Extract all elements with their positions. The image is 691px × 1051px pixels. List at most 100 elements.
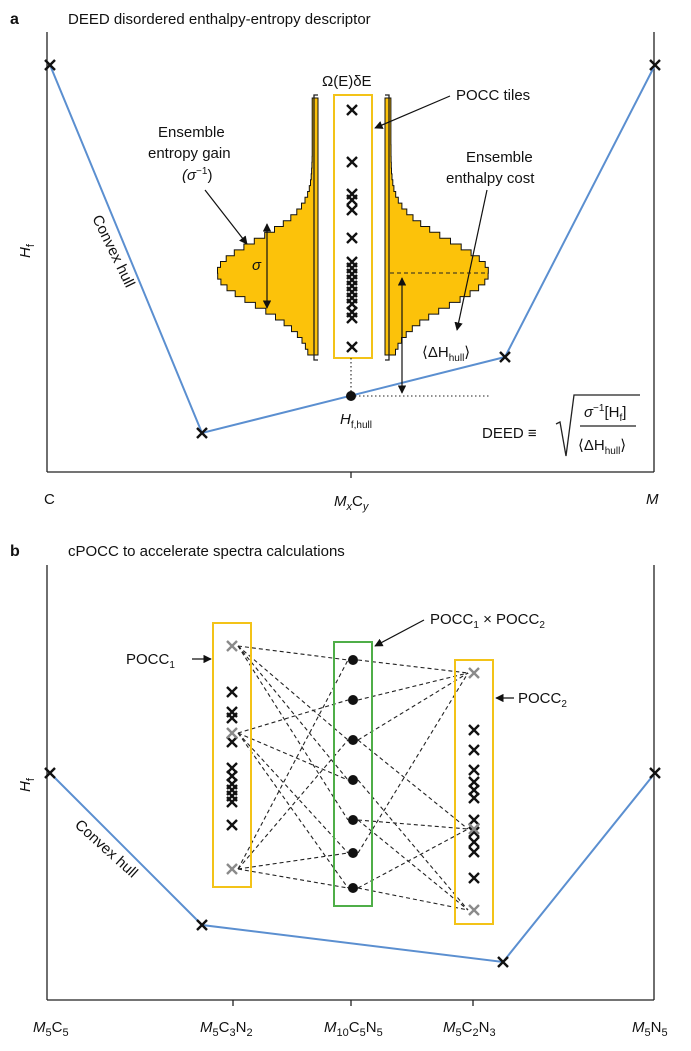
pocc2-marker <box>468 872 480 884</box>
pocc-product-arrow <box>374 619 425 647</box>
pocc-product-point <box>348 815 358 825</box>
panel-b-ylabel: Hf <box>17 777 37 792</box>
connection-line <box>357 672 469 701</box>
pocc1-grey-marker <box>226 727 238 739</box>
pocc-product-point <box>348 695 358 705</box>
panel-b-connection-lines <box>237 645 469 911</box>
pocc2-marker <box>468 724 480 736</box>
pocc2-grey-marker <box>468 823 480 835</box>
enthalpy-cost-arrow <box>454 189 488 331</box>
pocc2-marker <box>468 764 480 776</box>
dos-label: Ω(E)δE <box>322 73 372 90</box>
connection-line <box>357 828 469 889</box>
pocc-product-label: POCC1 × POCC2 <box>430 611 545 631</box>
pocc-tile-marker <box>346 104 358 116</box>
hull-vertex-marker <box>649 767 661 779</box>
connection-line <box>237 645 349 781</box>
enthalpy-cost-line1: Ensemble <box>466 149 533 166</box>
pocc-tile-marker <box>346 341 358 353</box>
connection-line <box>357 779 469 911</box>
hull-vertex-marker <box>649 59 661 71</box>
hull-vertex-marker <box>497 956 509 968</box>
pocc2-grey-marker <box>468 667 480 679</box>
panel-a-xlabel-left: C <box>44 491 55 508</box>
panel-a-ylabel: Hf <box>17 243 37 258</box>
connection-line <box>237 699 349 734</box>
panel-b-convex-hull <box>49 772 656 964</box>
pocc-tiles-label: POCC tiles <box>456 87 530 104</box>
panel-a-letter: a <box>10 11 19 28</box>
pocc2-marker <box>468 826 480 838</box>
entropy-gain-line1: Ensemble <box>158 124 225 141</box>
pocc2-grey-marker <box>468 904 480 916</box>
panel-b-hull-vertex-markers <box>44 767 661 968</box>
pocc2-marker <box>468 846 480 858</box>
connection-line <box>357 819 469 830</box>
delta-h-hull-label: ⟨ΔHhull⟩ <box>422 344 470 364</box>
hf-hull-point <box>346 391 356 401</box>
panel-b-x-label: M10C5N5 <box>324 1019 383 1039</box>
dos-right-half <box>384 97 489 356</box>
dos-left-half <box>217 97 319 356</box>
entropy-gain-line3: (σ−1) <box>182 166 212 184</box>
panel-b-title: cPOCC to accelerate spectra calculations <box>68 543 345 560</box>
connection-line <box>237 852 349 870</box>
entropy-gain-line2: entropy gain <box>148 145 231 162</box>
panel-a-xlabel-right: M <box>646 491 659 508</box>
dos-left-bracket <box>313 94 318 361</box>
hull-vertex-marker <box>44 767 56 779</box>
dos-right-bracket <box>385 94 390 361</box>
pocc-tile-marker <box>346 232 358 244</box>
panel-b-x-label: M5N5 <box>632 1019 668 1039</box>
panel-a-xlabel-mid: MxCy <box>334 493 370 513</box>
panel-b-letter: b <box>10 543 20 560</box>
hull-vertex-marker <box>196 919 208 931</box>
deed-radical <box>555 394 640 457</box>
pocc2-markers <box>468 667 480 916</box>
deed-label: DEED ≡ <box>482 425 537 442</box>
connection-line <box>357 672 469 854</box>
deed-numerator: σ−1[Hf] <box>584 403 626 424</box>
pocc2-box <box>454 659 494 925</box>
panel-a: a DEED disordered enthalpy-entropy descr… <box>10 11 661 513</box>
pocc1-marker <box>226 736 238 748</box>
deed-denominator: ⟨ΔHhull⟩ <box>578 437 626 457</box>
pocc1-markers <box>226 640 238 875</box>
pocc-product-markers <box>348 655 358 893</box>
pocc-product-point <box>348 883 358 893</box>
pocc2-marker <box>468 836 480 848</box>
pocc2-label: POCC2 <box>518 690 567 710</box>
connection-line <box>237 645 349 821</box>
entropy-gain-arrow <box>204 189 248 245</box>
panel-b-x-label: M5C2N3 <box>443 1019 496 1039</box>
hull-vertex-marker <box>44 59 56 71</box>
hf-hull-label: Hf,hull <box>340 411 372 431</box>
pocc1-label: POCC1 <box>126 651 175 671</box>
pocc1-box <box>212 622 252 888</box>
pocc1-marker <box>226 712 238 724</box>
svg-text:Hf: Hf <box>17 777 37 792</box>
connection-line <box>237 659 349 870</box>
panel-a-dos-histogram <box>217 97 489 356</box>
connection-line <box>237 732 349 781</box>
pocc2-marker <box>468 744 480 756</box>
pocc1-grey-marker <box>226 863 238 875</box>
panel-a-hull-vertex-markers <box>44 59 661 439</box>
connection-line <box>237 645 349 741</box>
connection-line <box>357 739 469 830</box>
connection-line <box>357 672 469 741</box>
panel-a-title: DEED disordered enthalpy-entropy descrip… <box>68 11 371 28</box>
pocc1-grey-marker <box>226 640 238 652</box>
pocc-tile-marker <box>346 312 358 324</box>
pocc-product-point <box>348 735 358 745</box>
pocc-tile-marker <box>346 204 358 216</box>
panel-a-pocc-tile-markers <box>346 104 358 353</box>
panel-b: b cPOCC to accelerate spectra calculatio… <box>10 543 668 1039</box>
pocc1-marker <box>226 819 238 831</box>
pocc-product-point <box>348 775 358 785</box>
sigma-label: σ <box>252 257 262 274</box>
pocc1-marker <box>226 686 238 698</box>
pocc-product-box <box>333 641 373 907</box>
